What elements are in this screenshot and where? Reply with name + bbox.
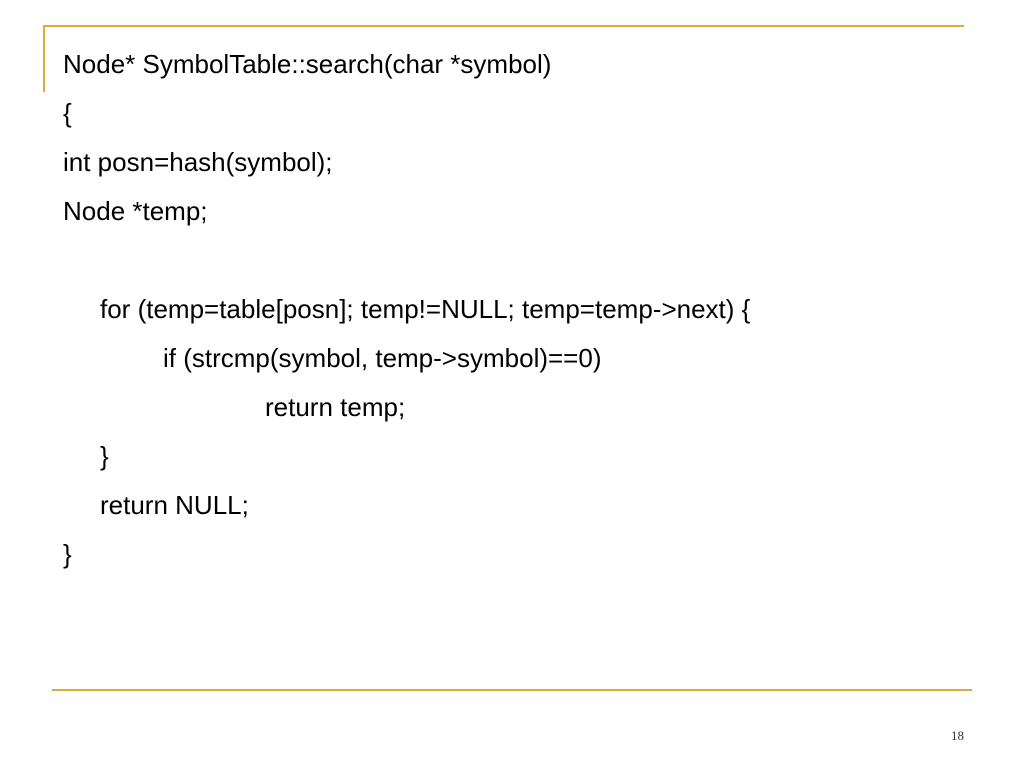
- code-line-close-brace: }: [63, 539, 72, 569]
- code-line-temp-declaration: Node *temp;: [63, 196, 208, 226]
- code-line-blank: [63, 236, 983, 285]
- left-accent-line: [43, 25, 45, 92]
- code-line-return-null: return NULL;: [100, 490, 249, 520]
- code-line-posn-declaration: int posn=hash(symbol);: [63, 147, 333, 177]
- code-line-close-loop-brace: }: [100, 441, 109, 471]
- footer-rule: [52, 689, 972, 691]
- code-line-function-signature: Node* SymbolTable::search(char *symbol): [63, 49, 552, 79]
- code-line-open-brace: {: [63, 98, 72, 128]
- top-accent-line: [43, 25, 964, 27]
- code-line-return-temp: return temp;: [265, 392, 406, 422]
- page-number: 18: [951, 728, 964, 743]
- code-line-if-strcmp: if (strcmp(symbol, temp->symbol)==0): [163, 343, 602, 373]
- code-line-for-loop: for (temp=table[posn]; temp!=NULL; temp=…: [100, 294, 751, 324]
- code-block: Node* SymbolTable::search(char *symbol) …: [63, 40, 983, 579]
